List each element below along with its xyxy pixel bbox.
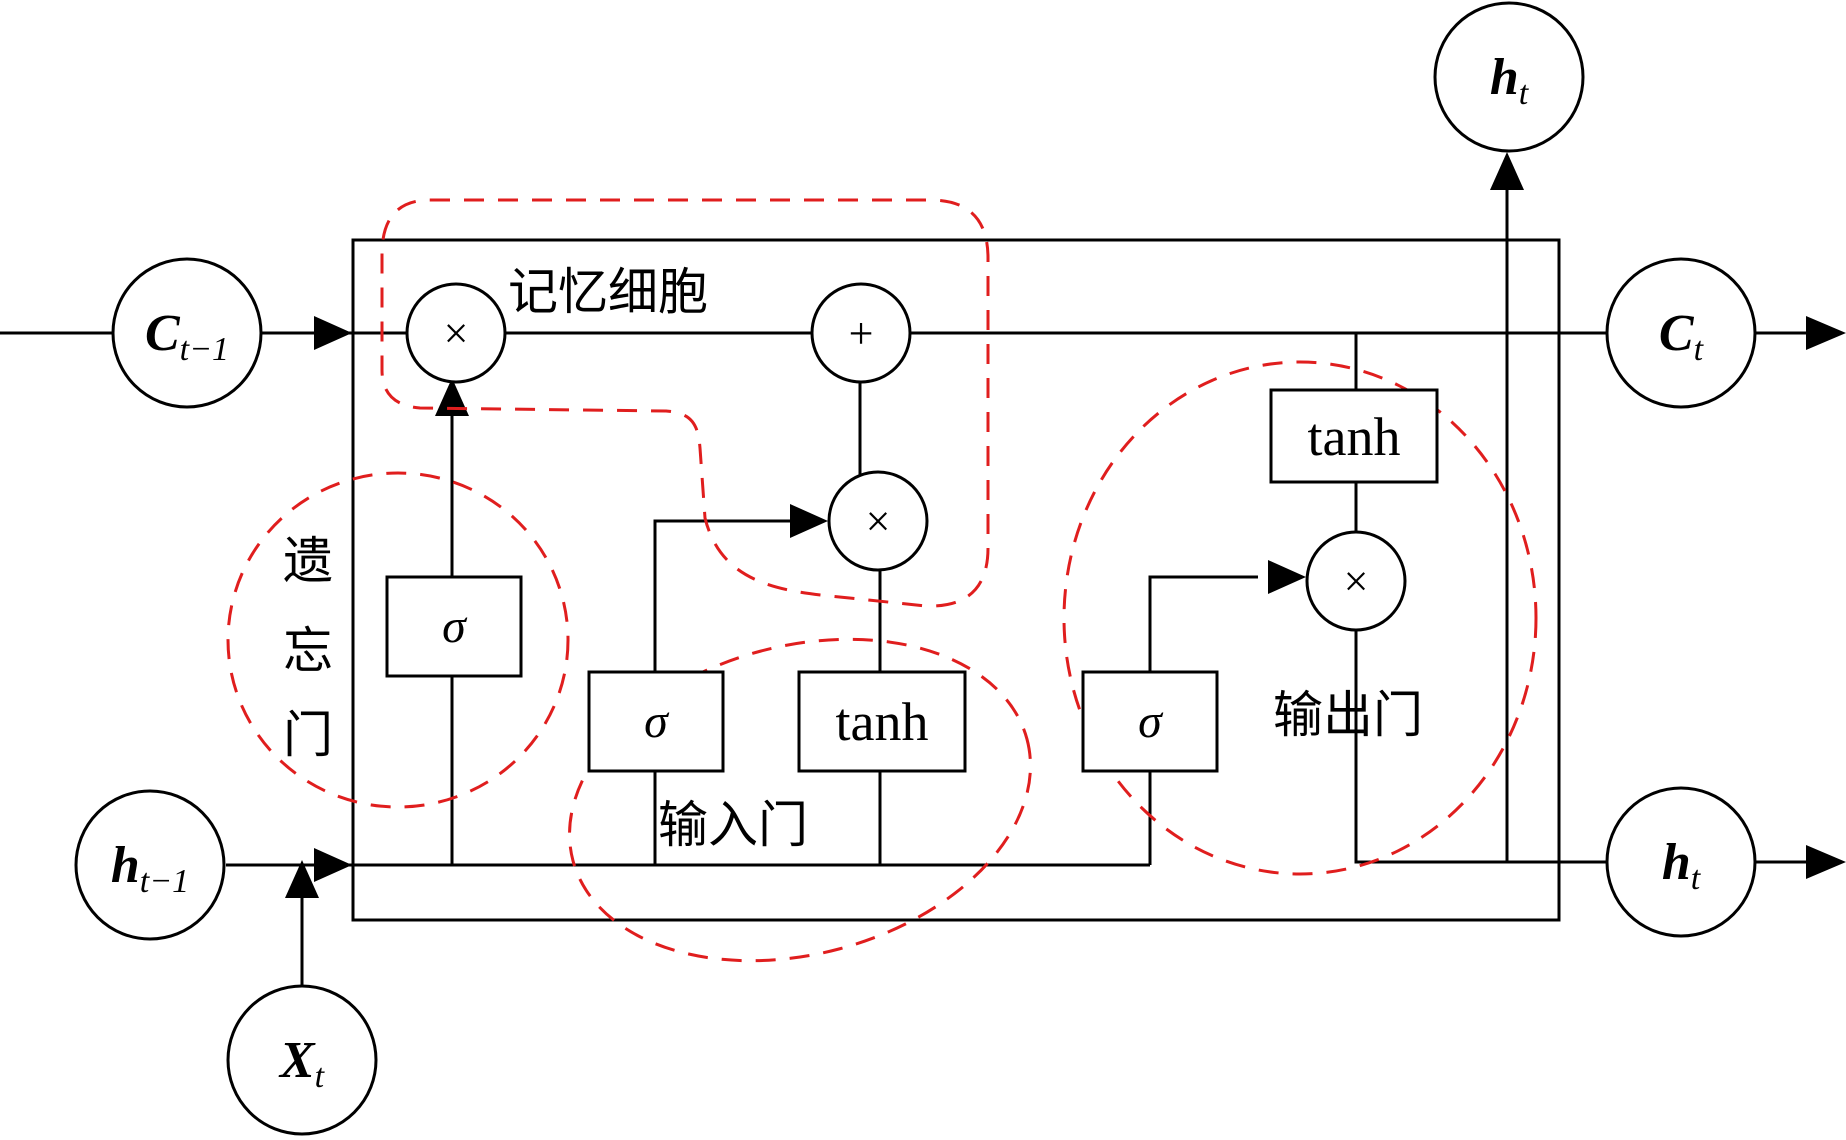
svg-text:Ct−1: Ct−1 (145, 305, 229, 368)
cell-add-op: + (810, 282, 912, 384)
memory-cell-label: 记忆细胞 (508, 263, 708, 321)
svg-text:Xt: Xt (278, 1032, 326, 1095)
node-h-t-top-main: h (1490, 49, 1519, 106)
input-gate-region (568, 637, 1032, 963)
arrow-input-to-mult (790, 504, 828, 538)
svg-text:ht−1: ht−1 (111, 837, 189, 900)
arrow-xt-up (285, 860, 319, 898)
arrow-output-to-mult (1268, 560, 1306, 594)
node-h-t-right: ht (1605, 786, 1757, 938)
node-h-prev-main: h (111, 837, 140, 894)
node-c-prev-sub: t−1 (180, 331, 229, 368)
node-x-t-sub: t (315, 1058, 326, 1095)
input-tanh-box: tanh (797, 670, 967, 773)
arrow-ht-up (1490, 152, 1524, 190)
svg-text:×: × (866, 497, 891, 546)
input-sigma-box: σ (587, 670, 725, 773)
output-multiply-op: × (1305, 530, 1407, 632)
svg-text:ht: ht (1490, 49, 1530, 112)
wires (0, 185, 1822, 985)
node-h-prev-sub: t−1 (140, 863, 189, 900)
forget-multiply-op: × (405, 282, 507, 384)
svg-text:σ: σ (1138, 695, 1164, 748)
region-outlines (226, 198, 1538, 963)
svg-text:×: × (1344, 557, 1369, 606)
output-gate-region (1062, 360, 1538, 876)
node-h-t-right-main: h (1662, 834, 1691, 891)
node-c-prev-main: C (145, 305, 181, 362)
arrow-forget-up (435, 378, 469, 416)
arrow-ct-out (1806, 316, 1846, 350)
arrow-into-hidden (314, 848, 352, 882)
arrow-ht-out (1806, 845, 1846, 879)
node-c-prev: Ct−1 (111, 257, 263, 409)
output-tanh-box: tanh (1269, 388, 1439, 484)
cell-frame (351, 238, 1561, 922)
node-x-t-main: X (278, 1032, 316, 1089)
svg-text:×: × (444, 309, 469, 358)
node-c-t: Ct (1605, 257, 1757, 409)
forget-sigma-box: σ (385, 575, 523, 678)
input-multiply-op: × (827, 470, 929, 572)
node-x-t: Xt (226, 984, 378, 1136)
node-h-t-top-sub: t (1519, 75, 1530, 112)
svg-text:tanh: tanh (836, 692, 929, 752)
node-h-t-top: ht (1433, 1, 1585, 153)
node-h-t-right-sub: t (1691, 860, 1702, 897)
node-c-t-sub: t (1694, 331, 1705, 368)
svg-text:+: + (849, 309, 874, 358)
svg-text:tanh: tanh (1308, 407, 1401, 467)
svg-text:ht: ht (1662, 834, 1702, 897)
svg-text:σ: σ (644, 695, 670, 748)
forget-gate-label-2: 忘 (283, 622, 333, 680)
arrow-into-cell-state (314, 316, 352, 350)
forget-gate-label-3: 门 (283, 706, 333, 764)
output-gate-label: 输出门 (1273, 686, 1423, 744)
node-h-prev: ht−1 (74, 789, 226, 941)
output-sigma-box: σ (1081, 670, 1219, 773)
forget-gate-label-1: 遗 (283, 532, 333, 590)
svg-text:σ: σ (442, 600, 468, 653)
input-gate-label: 输入门 (658, 796, 808, 854)
memory-cell-region (380, 198, 990, 608)
svg-text:Ct: Ct (1659, 305, 1705, 368)
node-c-t-main: C (1659, 305, 1695, 362)
arrowheads (285, 152, 1846, 898)
forget-gate-region (226, 471, 570, 809)
